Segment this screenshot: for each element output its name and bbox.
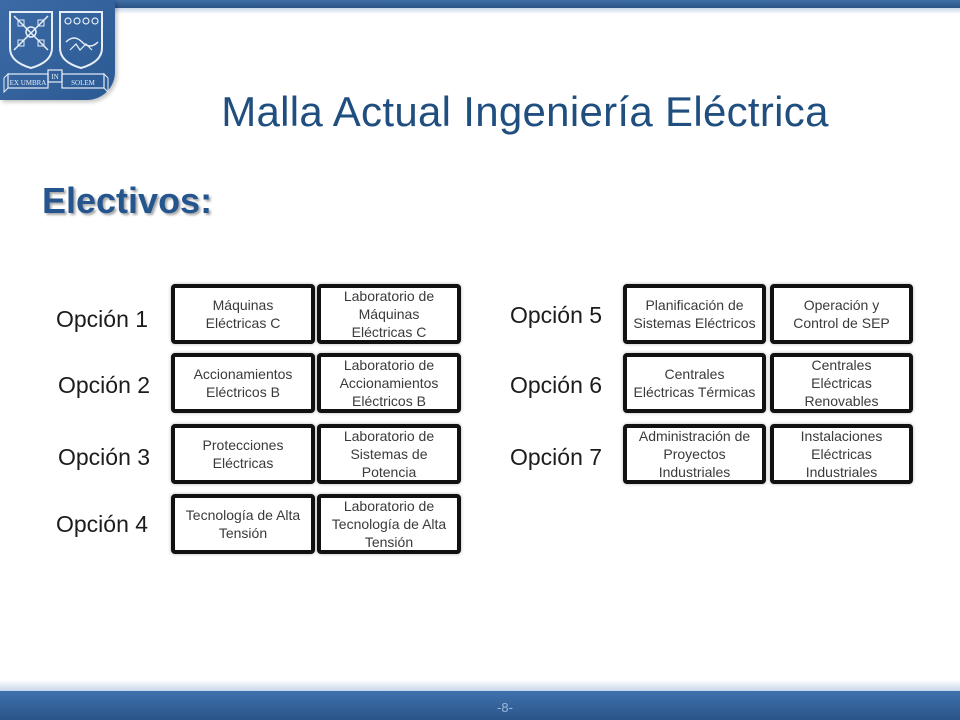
course-box: Accionamientos Eléctricos B [171,353,315,413]
course-box: Tecnología de Alta Tensión [171,494,315,554]
lab-course-box: Laboratorio de Máquinas Eléctricas C [317,284,461,344]
course-box: Centrales Eléctricas Renovables [770,353,913,413]
top-bar-highlight [0,8,960,14]
logo-motto-right: SOLEM [71,79,96,87]
option-label: Opción 3 [58,444,151,470]
course-box: Instalaciones Eléctricas Industriales [770,424,913,484]
logo-motto-left: EX UMBRA [10,79,47,87]
course-box: Protecciones Eléctricas [171,424,315,484]
option-label: Opción 4 [56,511,149,537]
bottom-bar-highlight [0,680,960,691]
university-crest-icon: EX UMBRA IN SOLEM [3,11,109,94]
course-box: Administración de Proyectos Industriales [623,424,766,484]
course-box: Planificación de Sistemas Eléctricos [623,284,766,344]
option-label: Opción 1 [56,306,149,332]
option-label: Opción 6 [510,372,603,398]
lab-course-box: Laboratorio de Accionamientos Eléctricos… [317,353,461,413]
bottom-bar [0,691,960,720]
option-label: Opción 7 [510,444,603,470]
lab-course-box: Laboratorio de Tecnología de Alta Tensió… [317,494,461,554]
course-box: Centrales Eléctricas Térmicas [623,353,766,413]
slide-title: Malla Actual Ingeniería Eléctrica [221,88,829,135]
university-logo: EX UMBRA IN SOLEM [0,0,115,100]
option-label: Opción 5 [510,302,603,328]
course-box: Máquinas Eléctricas C [171,284,315,344]
section-heading: Electivos: [42,180,213,221]
top-bar [0,0,960,8]
lab-course-box: Laboratorio de Sistemas de Potencia [317,424,461,484]
logo-motto-mid: IN [51,73,58,81]
page-number: -8- [497,700,513,715]
option-label: Opción 2 [58,372,151,398]
course-box: Operación y Control de SEP [770,284,913,344]
